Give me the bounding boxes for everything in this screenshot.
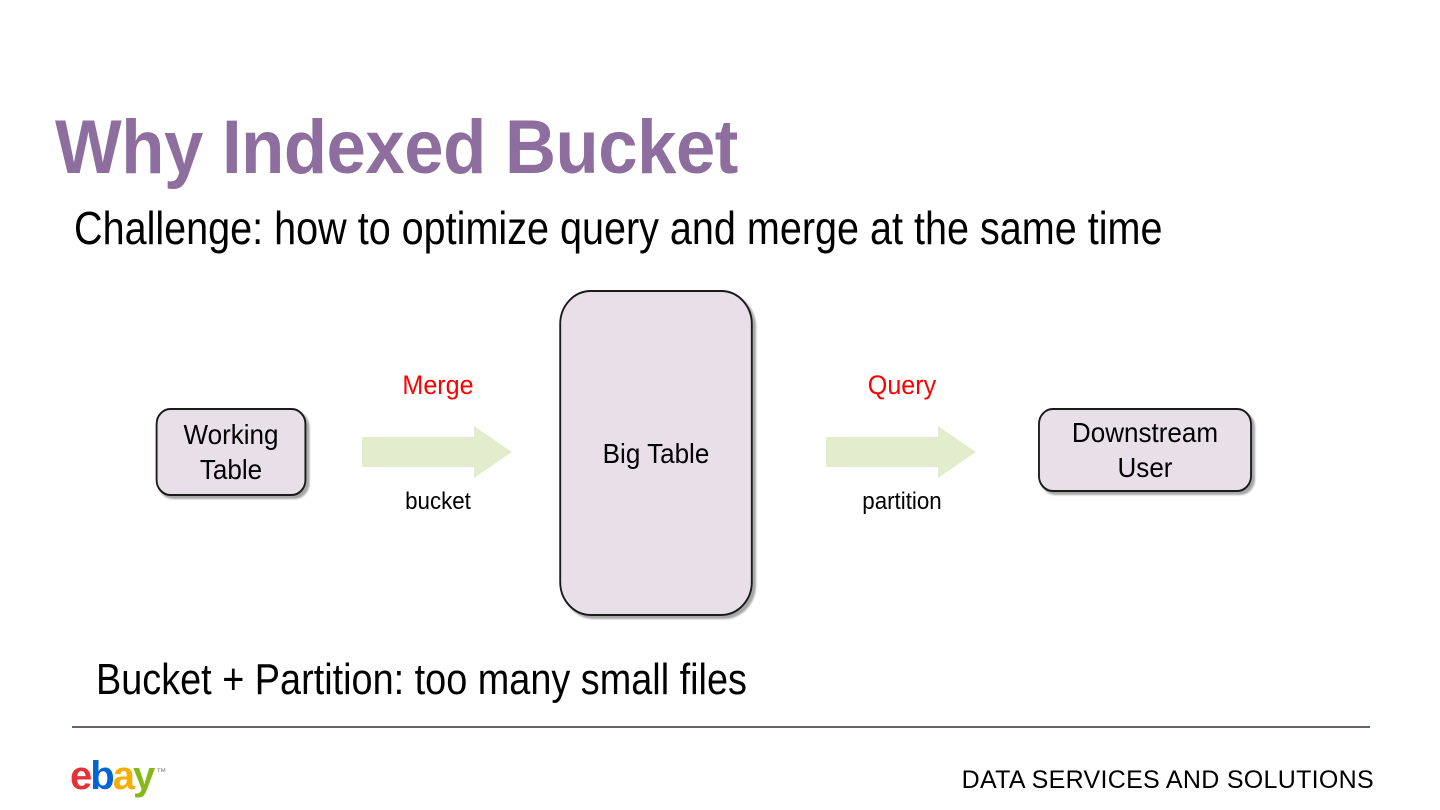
trademark-icon: ™ [156, 767, 167, 778]
challenge-statement: Challenge: how to optimize query and mer… [74, 202, 1163, 254]
arrow-sublabel-partition: partition [862, 488, 942, 515]
right-arrow-icon [826, 426, 976, 478]
logo-letter-y: y [132, 754, 155, 798]
right-arrow-icon [362, 426, 512, 478]
arrow-group-merge: Merge bucket [358, 370, 518, 540]
logo-letter-b: b [90, 754, 114, 798]
arrow-sublabel-bucket: bucket [405, 488, 471, 515]
footer-divider [72, 726, 1370, 728]
logo-letter-a: a [112, 754, 135, 798]
footer-organization: DATA SERVICES AND SOLUTIONS [961, 766, 1374, 794]
node-label-big-table: Big Table [602, 437, 710, 469]
diagram-node-big-table: Big Table [559, 290, 753, 616]
page-title: Why Indexed Bucket [55, 104, 738, 190]
arrow-group-query: Query partition [822, 370, 982, 540]
arrow-label-query: Query [867, 370, 937, 400]
arrow-label-merge: Merge [402, 370, 474, 400]
conclusion-statement: Bucket + Partition: too many small files [96, 655, 747, 704]
logo-letter-e: e [70, 754, 92, 798]
